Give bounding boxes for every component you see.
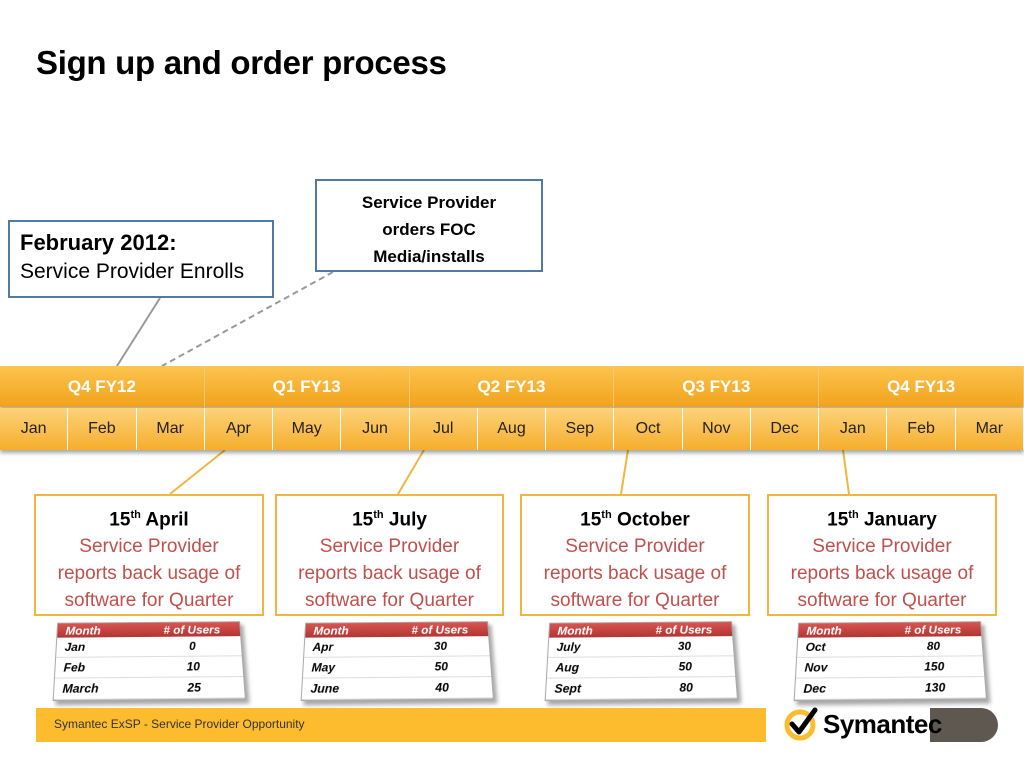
month-bar: Jan Feb Mar Apr May Jun Jul Aug Sep Oct … [0, 408, 1024, 450]
enroll-heading: February 2012: [20, 230, 262, 256]
month-label: Jul [410, 408, 478, 450]
report-date: 15th July [277, 502, 502, 533]
quarter-label: Q2 FY13 [410, 366, 615, 407]
report-line: reports back usage of [36, 560, 262, 587]
checkmark-logo-icon [783, 706, 819, 742]
report-box-april: 15th April Service Provider reports back… [34, 494, 264, 616]
month-label: Feb [68, 408, 136, 450]
usage-card-q4: Month# of Users Oct80 Nov150 Dec130 [794, 621, 987, 701]
report-line: Service Provider [277, 533, 502, 560]
order-line-2: orders FOC [327, 216, 531, 243]
enroll-callout: February 2012: Service Provider Enrolls [8, 220, 274, 298]
quarter-label: Q4 FY12 [0, 366, 205, 407]
slide-title: Sign up and order process [36, 44, 447, 82]
month-label: Feb [887, 408, 955, 450]
card-row: Nov150 [796, 656, 984, 678]
footer-text: Symantec ExSP - Service Provider Opportu… [54, 717, 305, 731]
report-line: reports back usage of [769, 560, 995, 587]
card-row: March25 [54, 677, 245, 700]
report-box-july: 15th July Service Provider reports back … [275, 494, 504, 616]
month-label: Aug [478, 408, 546, 450]
card-header: Month# of Users [57, 622, 240, 638]
month-label: Apr [205, 408, 273, 450]
card-row: Apr30 [304, 636, 490, 658]
month-label: Dec [751, 408, 819, 450]
order-line-1: Service Provider [327, 189, 531, 216]
month-label: Mar [137, 408, 205, 450]
month-label: Jan [819, 408, 887, 450]
card-row: June40 [302, 677, 493, 700]
report-date: 15th April [36, 502, 262, 533]
card-header: Month# of Users [549, 622, 732, 638]
report-line: reports back usage of [277, 560, 502, 587]
card-row: July30 [548, 636, 734, 658]
logo-text: Symantec [823, 709, 942, 740]
report-date: 15th January [769, 502, 995, 533]
quarter-label: Q4 FY13 [819, 366, 1024, 407]
card-row: Feb10 [55, 656, 243, 678]
report-date: 15th October [522, 502, 748, 533]
report-box-january: 15th January Service Provider reports ba… [767, 494, 997, 616]
month-label: Nov [683, 408, 751, 450]
april-connector [170, 450, 225, 494]
card-header: Month# of Users [798, 622, 981, 638]
card-row: Oct80 [797, 636, 983, 658]
card-row: Aug50 [547, 656, 735, 678]
report-line: software for Quarter [277, 587, 502, 614]
report-line: software for Quarter [769, 587, 995, 614]
card-row: Sept80 [546, 677, 737, 700]
order-line-3: Media/installs [327, 243, 531, 270]
usage-card-q2: Month# of Users Apr30 May50 June40 [301, 621, 494, 701]
report-line: reports back usage of [522, 560, 748, 587]
quarter-bar: Q4 FY12 Q1 FY13 Q2 FY13 Q3 FY13 Q4 FY13 [0, 366, 1024, 407]
card-row: Dec130 [795, 677, 986, 700]
january-connector [843, 450, 849, 494]
report-line: software for Quarter [522, 587, 748, 614]
report-line: Service Provider [522, 533, 748, 560]
card-header: Month# of Users [305, 622, 488, 638]
report-line: Service Provider [36, 533, 262, 560]
enroll-connector [117, 298, 160, 366]
july-connector [398, 450, 424, 494]
usage-card-q3: Month# of Users July30 Aug50 Sept80 [545, 621, 738, 701]
quarter-label: Q1 FY13 [205, 366, 410, 407]
month-label: Jan [0, 408, 68, 450]
enroll-body: Service Provider Enrolls [20, 260, 262, 284]
card-row: Jan0 [56, 636, 242, 658]
report-box-october: 15th October Service Provider reports ba… [520, 494, 750, 616]
symantec-logo: Symantec [783, 706, 942, 742]
october-connector [621, 450, 628, 494]
order-callout: Service Provider orders FOC Media/instal… [315, 179, 543, 272]
month-label: Oct [614, 408, 682, 450]
month-label: Sep [546, 408, 614, 450]
report-line: Service Provider [769, 533, 995, 560]
quarter-label: Q3 FY13 [614, 366, 819, 407]
usage-card-q1: Month# of Users Jan0 Feb10 March25 [53, 621, 246, 701]
report-line: software for Quarter [36, 587, 262, 614]
month-label: Mar [956, 408, 1024, 450]
month-label: May [273, 408, 341, 450]
month-label: Jun [341, 408, 409, 450]
card-row: May50 [303, 656, 491, 678]
